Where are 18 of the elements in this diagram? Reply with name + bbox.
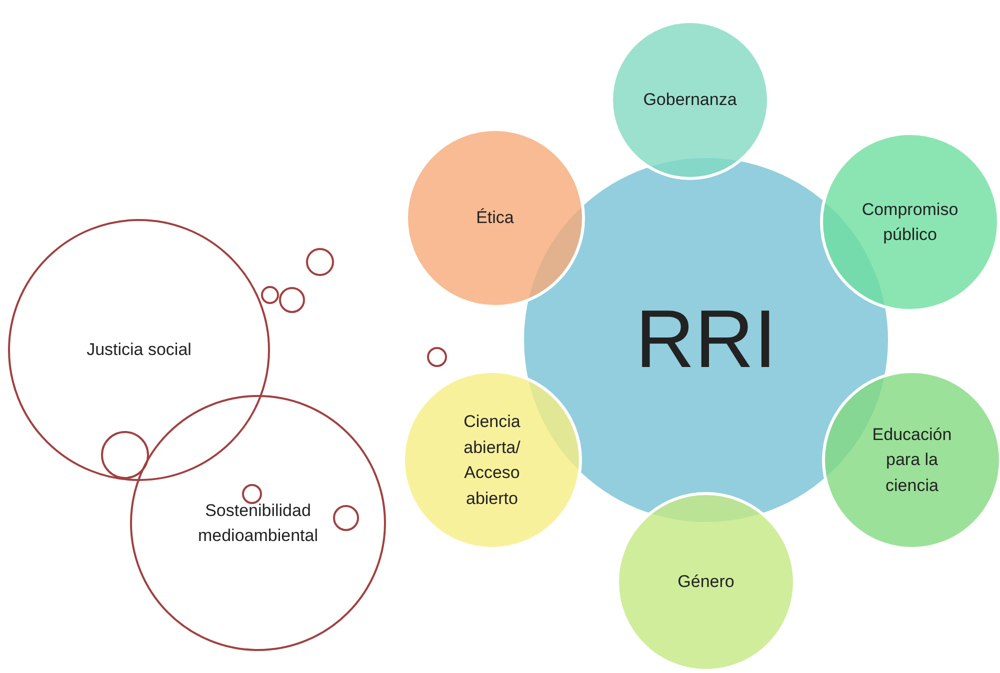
bubble-circle <box>242 484 262 504</box>
bubble-circle <box>427 347 447 367</box>
bubble-circle <box>279 287 305 313</box>
bubble-circle <box>306 248 334 276</box>
topic-label: Gobernanza <box>643 89 737 112</box>
bubble-circle <box>100 430 148 478</box>
topic-label: Ciencia abierta/ Acceso abierto <box>462 411 522 510</box>
topic-label: Compromiso público <box>860 198 960 246</box>
topic-label: Justicia social <box>86 339 192 362</box>
topic-label: Género <box>678 571 734 594</box>
center-label: RRI <box>635 299 777 381</box>
bubble-circle <box>261 286 279 304</box>
topic-circle <box>8 219 270 481</box>
topic-label: Sostenibilidad medioambiental <box>196 500 319 547</box>
topic-circle <box>130 395 386 651</box>
topic-label: Educación para la ciencia <box>871 424 953 497</box>
bubble-circle <box>332 504 358 530</box>
topic-label: Ética <box>476 207 514 230</box>
